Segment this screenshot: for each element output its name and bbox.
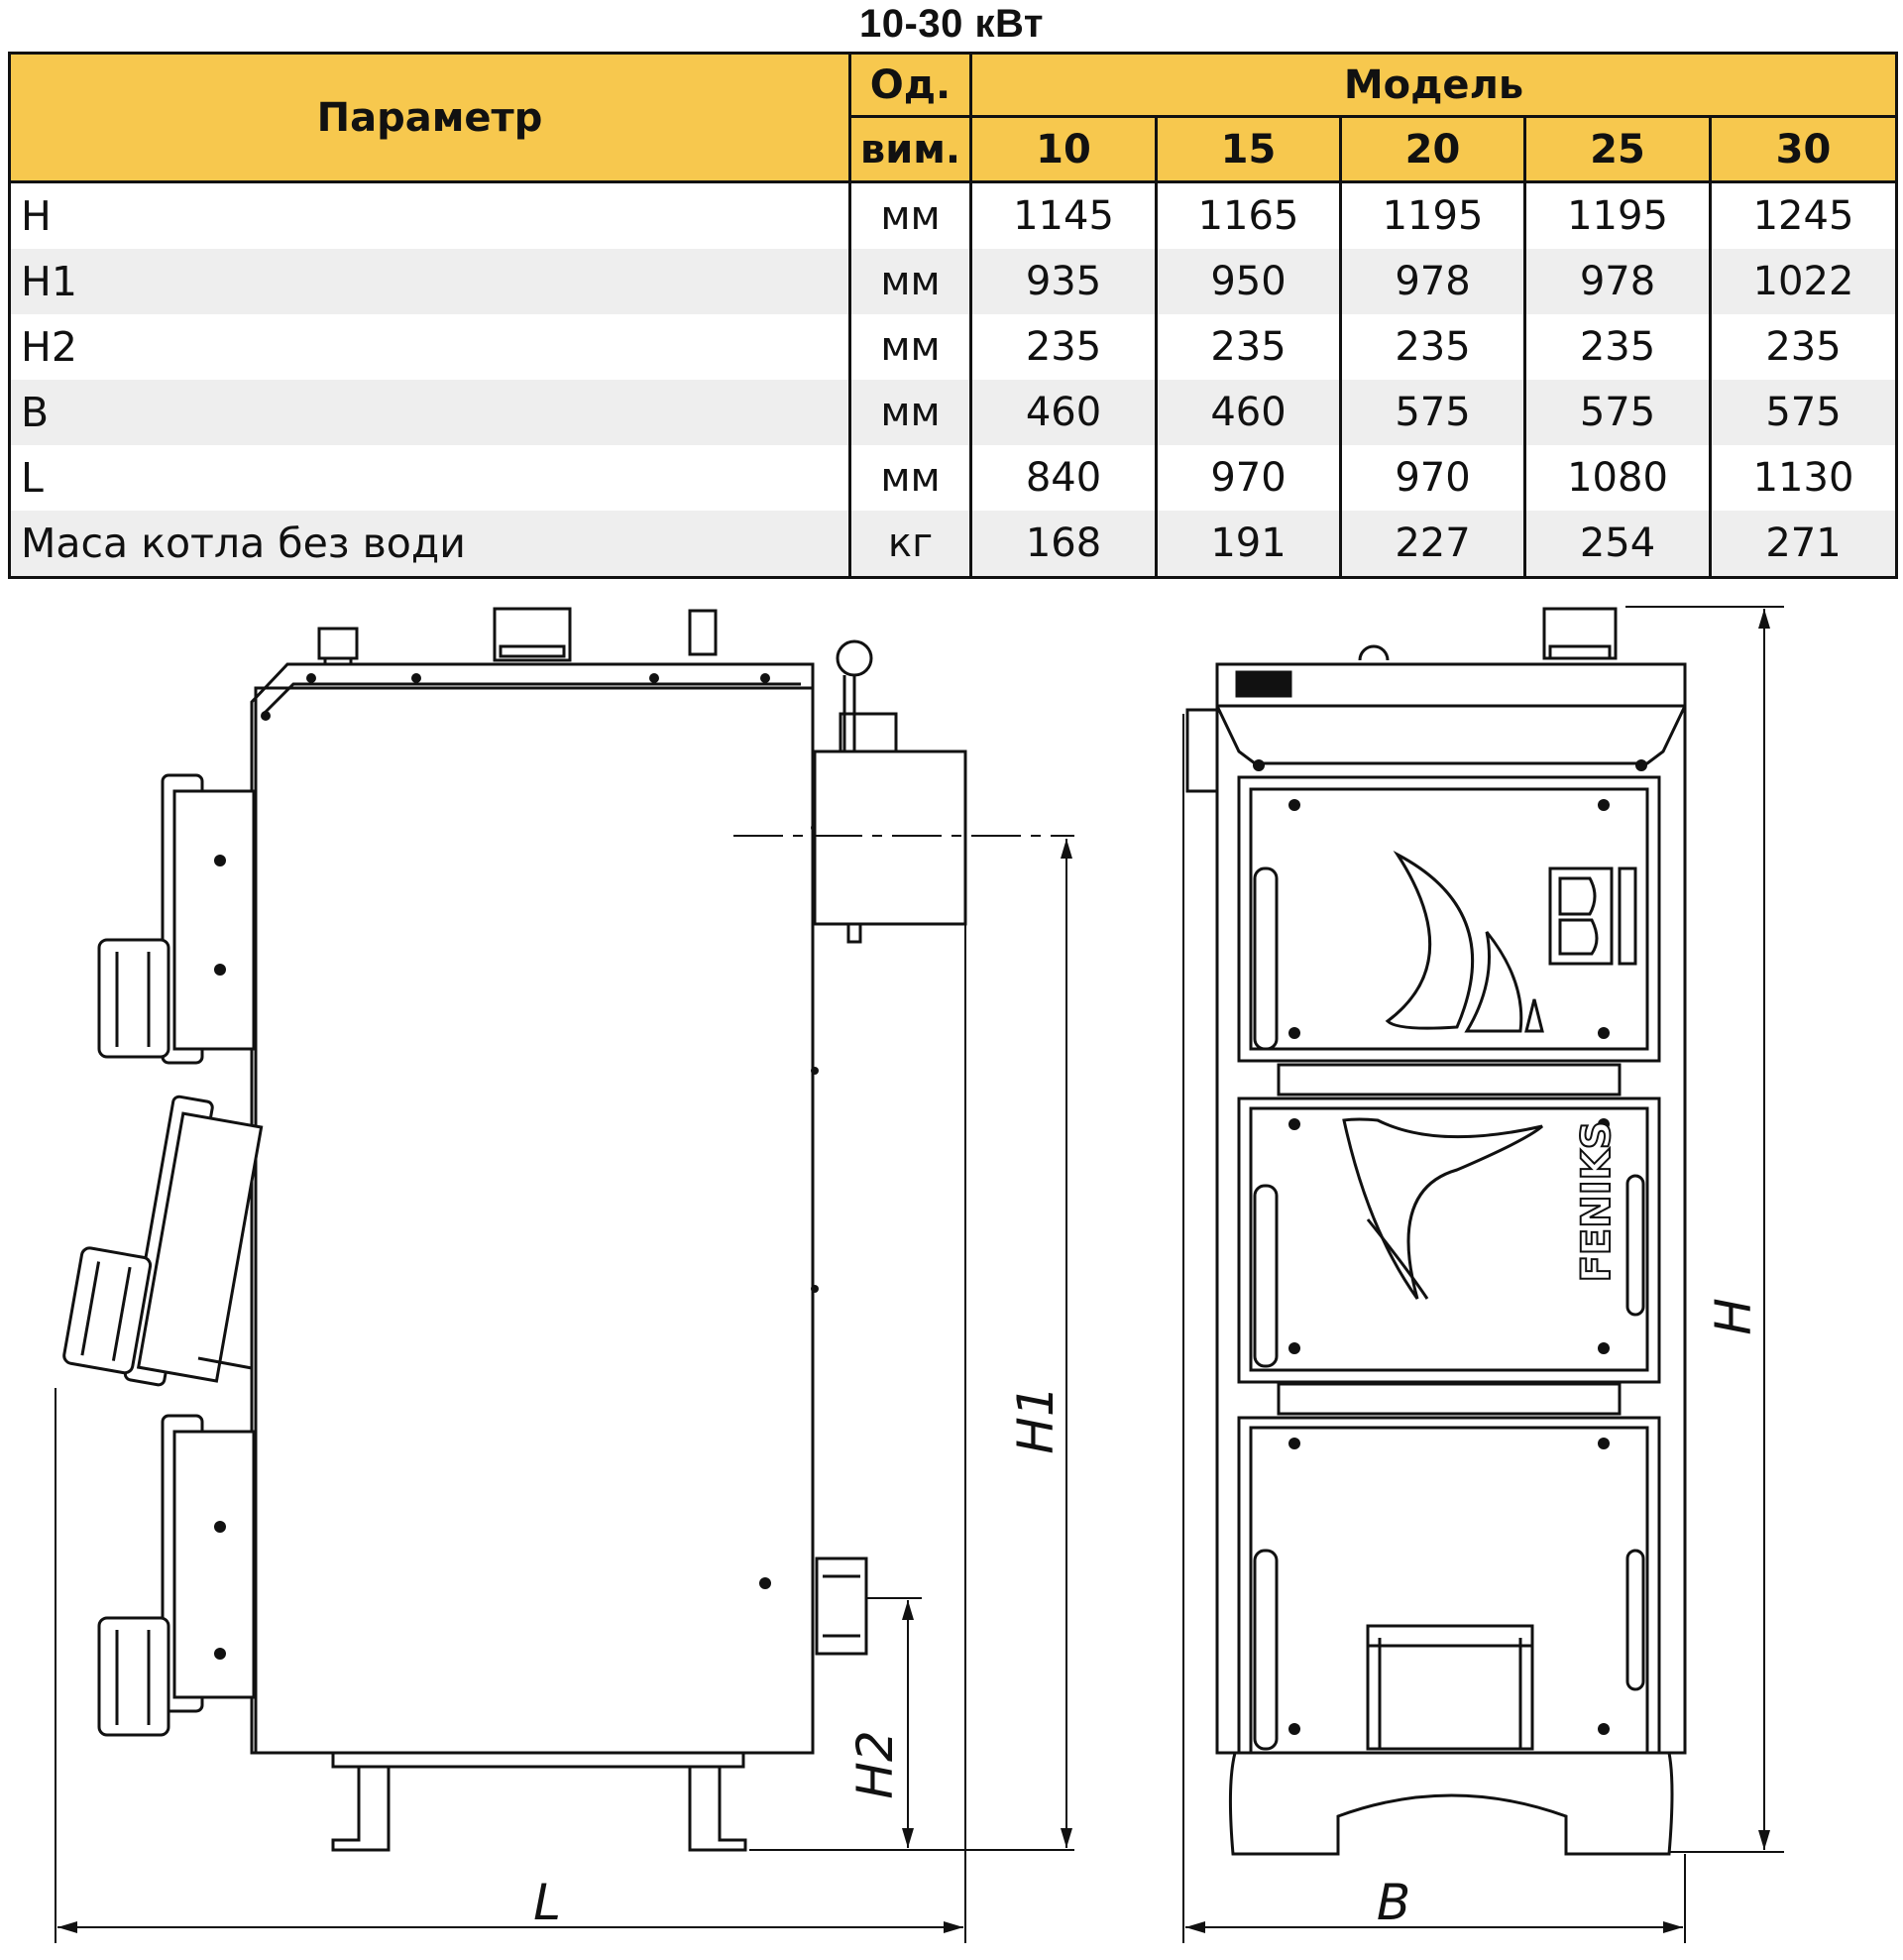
- header-model-30: 30: [1708, 115, 1899, 183]
- row-value: 1022: [1708, 249, 1899, 314]
- row-unit: мм: [848, 249, 972, 314]
- row-value: 235: [1155, 314, 1342, 380]
- row-value: 978: [1523, 249, 1712, 314]
- row-value: 271: [1708, 511, 1899, 579]
- row-value: 235: [1523, 314, 1712, 380]
- row-param: L: [8, 445, 851, 511]
- row-unit: мм: [848, 181, 972, 249]
- row-unit: кг: [848, 511, 972, 579]
- row-value: 575: [1708, 380, 1899, 445]
- row-value: 254: [1523, 511, 1712, 579]
- row-param: Маса котла без води: [8, 511, 851, 579]
- row-value: 227: [1339, 511, 1526, 579]
- row-value: 235: [1339, 314, 1526, 380]
- row-value: 235: [1708, 314, 1899, 380]
- row-value: 168: [969, 511, 1158, 579]
- row-value: 575: [1523, 380, 1712, 445]
- row-value: 950: [1155, 249, 1342, 314]
- dim-label-H1: H1: [1007, 1385, 1064, 1453]
- row-value: 1245: [1708, 181, 1899, 249]
- boiler-drawing: L H1 H2: [55, 606, 1784, 1943]
- page-title: 10-30 кВт: [859, 2, 1044, 46]
- row-value: 1165: [1155, 181, 1342, 249]
- row-value: 235: [969, 314, 1158, 380]
- row-unit: мм: [848, 380, 972, 445]
- spec-table: Параметр Од. Модель вим. 10 15 20 25 30 …: [8, 52, 1899, 579]
- header-param: Параметр: [8, 52, 851, 183]
- row-value: 935: [969, 249, 1158, 314]
- row-value: 978: [1339, 249, 1526, 314]
- row-param: H1: [8, 249, 851, 314]
- row-value: 575: [1339, 380, 1526, 445]
- row-value: 1145: [969, 181, 1158, 249]
- row-value: 460: [1155, 380, 1342, 445]
- row-value: 1195: [1523, 181, 1712, 249]
- row-value: 840: [969, 445, 1158, 511]
- table-row: H2 мм 235 235 235 235 235: [8, 314, 1899, 380]
- row-value: 1195: [1339, 181, 1526, 249]
- row-param: H2: [8, 314, 851, 380]
- row-value: 1080: [1523, 445, 1712, 511]
- side-view: [62, 607, 1074, 1852]
- header-model-25: 25: [1523, 115, 1712, 183]
- row-unit: мм: [848, 314, 972, 380]
- table-row: H1 мм 935 950 978 978 1022: [8, 249, 1899, 314]
- dim-label-H2: H2: [846, 1730, 904, 1798]
- table-row: Маса котла без води кг 168 191 227 254 2…: [8, 511, 1899, 579]
- dim-label-H: H: [1705, 1298, 1762, 1335]
- row-value: 970: [1339, 445, 1526, 511]
- header-model-15: 15: [1155, 115, 1342, 183]
- brand-text: FENIKS: [1574, 1121, 1620, 1283]
- header-model-20: 20: [1339, 115, 1526, 183]
- row-value: 970: [1155, 445, 1342, 511]
- header-model-10: 10: [969, 115, 1158, 183]
- header-unit-line1: Од.: [848, 52, 972, 118]
- dim-label-B: B: [1377, 1874, 1410, 1931]
- row-value: 460: [969, 380, 1158, 445]
- row-unit: мм: [848, 445, 972, 511]
- dim-label-L: L: [533, 1874, 561, 1931]
- front-dimensions: [1182, 606, 1784, 1943]
- table-row: L мм 840 970 970 1080 1130: [8, 445, 1899, 511]
- front-view: [1185, 607, 1687, 1856]
- row-value: 191: [1155, 511, 1342, 579]
- header-unit-line2: вим.: [848, 115, 972, 183]
- side-dimensions: [55, 839, 1074, 1943]
- row-value: 1130: [1708, 445, 1899, 511]
- table-row: B мм 460 460 575 575 575: [8, 380, 1899, 445]
- table-row: H мм 1145 1165 1195 1195 1245: [8, 181, 1899, 249]
- row-param: H: [8, 181, 851, 249]
- header-model: Модель: [968, 52, 1899, 118]
- row-param: B: [8, 380, 851, 445]
